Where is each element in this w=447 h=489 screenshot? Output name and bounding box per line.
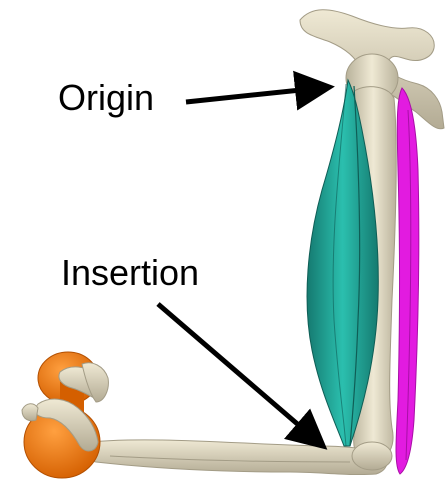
- origin-label: Origin: [58, 80, 154, 116]
- origin-arrow: [186, 88, 320, 102]
- insertion-label: Insertion: [61, 255, 199, 291]
- insertion-arrow: [158, 304, 316, 440]
